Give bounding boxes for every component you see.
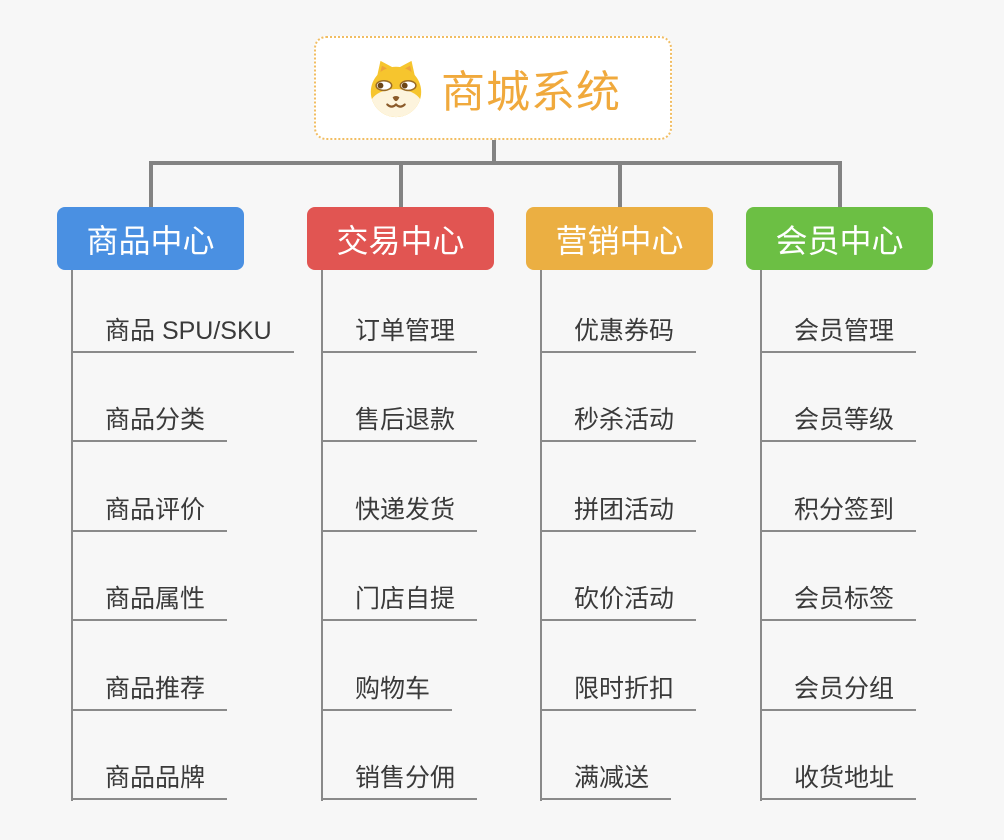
connector-root-drop — [492, 139, 496, 162]
mindmap-item[interactable]: 拼团活动 — [540, 496, 697, 532]
branch-items-marketing: 优惠券码 秒杀活动 拼团活动 砍价活动 限时折扣 满减送 — [540, 317, 697, 800]
mindmap-item[interactable]: 购物车 — [321, 675, 453, 711]
mindmap-item[interactable]: 商品 SPU/SKU — [71, 317, 294, 353]
mindmap-item[interactable]: 秒杀活动 — [540, 406, 697, 443]
mindmap-item[interactable]: 商品分类 — [71, 406, 228, 443]
connector-drop-member — [838, 161, 842, 208]
mindmap-item[interactable]: 砍价活动 — [540, 585, 697, 622]
mindmap-item[interactable]: 商品属性 — [71, 585, 228, 622]
mindmap-item[interactable]: 满减送 — [540, 764, 672, 800]
branch-items-product: 商品 SPU/SKU 商品分类 商品评价 商品属性 商品推荐 商品品牌 — [71, 317, 294, 800]
mindmap-item[interactable]: 优惠券码 — [540, 317, 697, 353]
branch-label: 商品中心 — [86, 222, 215, 259]
branch-node-trade-center[interactable]: 交易中心 — [307, 207, 494, 270]
mindmap-item[interactable]: 商品推荐 — [71, 675, 228, 711]
mindmap-item[interactable]: 订单管理 — [321, 317, 478, 353]
column-line-member — [760, 270, 762, 801]
mindmap-item[interactable]: 积分签到 — [760, 496, 917, 532]
branch-label: 交易中心 — [336, 222, 465, 259]
branch-node-member-center[interactable]: 会员中心 — [746, 207, 933, 270]
dog-face-icon — [370, 60, 422, 118]
mindmap-item[interactable]: 销售分佣 — [321, 764, 478, 800]
branch-items-member: 会员管理 会员等级 积分签到 会员标签 会员分组 收货地址 — [760, 317, 917, 800]
branch-items-trade: 订单管理 售后退款 快递发货 门店自提 购物车 销售分佣 — [321, 317, 478, 800]
branch-label: 营销中心 — [555, 222, 684, 259]
connector-drop-product — [149, 161, 153, 208]
branch-label: 会员中心 — [775, 222, 904, 259]
mindmap-item[interactable]: 快递发货 — [321, 496, 478, 532]
connector-drop-trade — [399, 161, 403, 208]
mindmap-item[interactable]: 售后退款 — [321, 406, 478, 443]
mindmap-item[interactable]: 商品品牌 — [71, 764, 228, 800]
root-title: 商城系统 — [441, 68, 621, 117]
column-line-product — [71, 270, 73, 801]
connector-horizontal-bar — [149, 161, 842, 165]
mindmap-item[interactable]: 限时折扣 — [540, 675, 697, 711]
mindmap-item[interactable]: 会员分组 — [760, 675, 917, 711]
root-node[interactable]: 商城系统 — [314, 36, 672, 140]
column-line-trade — [321, 270, 323, 801]
mindmap-item[interactable]: 会员等级 — [760, 406, 917, 443]
branch-node-product-center[interactable]: 商品中心 — [57, 207, 244, 270]
branch-node-marketing-center[interactable]: 营销中心 — [526, 207, 713, 270]
connector-drop-marketing — [618, 161, 622, 208]
mindmap-item[interactable]: 商品评价 — [71, 496, 228, 532]
column-line-marketing — [540, 270, 542, 801]
mindmap-item[interactable]: 门店自提 — [321, 585, 478, 622]
mindmap-item[interactable]: 收货地址 — [760, 764, 917, 800]
mindmap-item[interactable]: 会员管理 — [760, 317, 917, 353]
mindmap-item[interactable]: 会员标签 — [760, 585, 917, 622]
